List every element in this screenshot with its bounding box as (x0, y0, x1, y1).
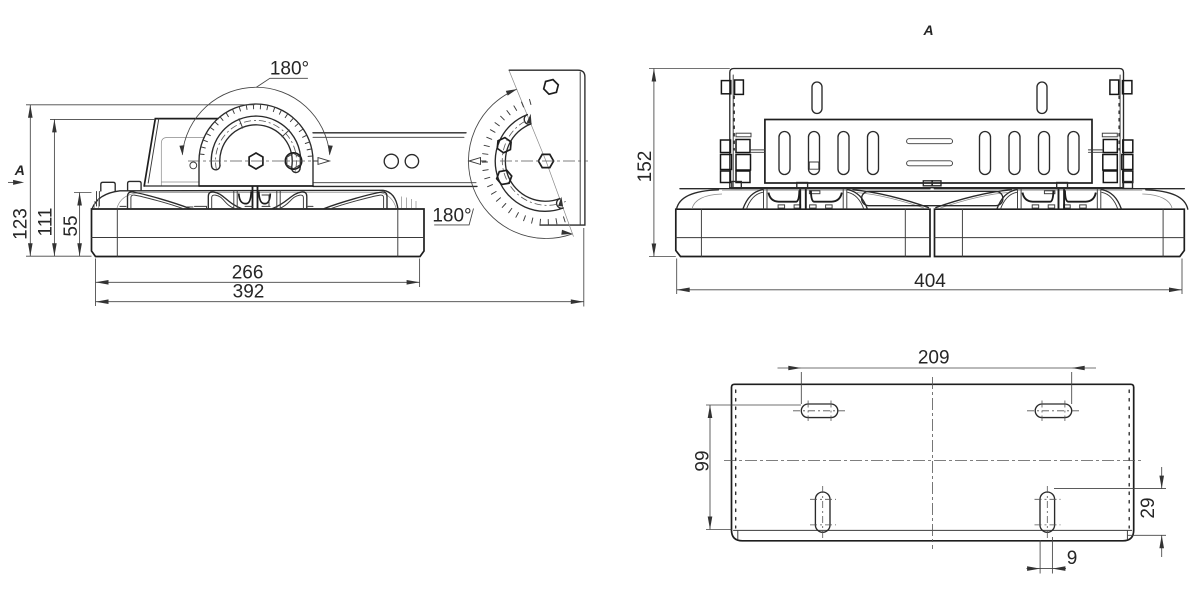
svg-text:123: 123 (11, 208, 32, 240)
svg-text:55: 55 (61, 215, 82, 236)
svg-text:180°: 180° (432, 206, 471, 227)
svg-text:152: 152 (635, 151, 656, 183)
svg-text:180°: 180° (270, 59, 309, 80)
svg-text:99: 99 (693, 450, 714, 471)
svg-text:A: A (14, 162, 25, 178)
svg-text:A: A (922, 22, 933, 38)
svg-text:404: 404 (914, 271, 946, 292)
svg-text:29: 29 (1138, 497, 1159, 518)
svg-text:111: 111 (36, 208, 57, 237)
svg-text:209: 209 (918, 348, 950, 369)
svg-text:266: 266 (232, 263, 264, 284)
svg-text:9: 9 (1067, 548, 1078, 569)
svg-text:392: 392 (233, 282, 265, 303)
